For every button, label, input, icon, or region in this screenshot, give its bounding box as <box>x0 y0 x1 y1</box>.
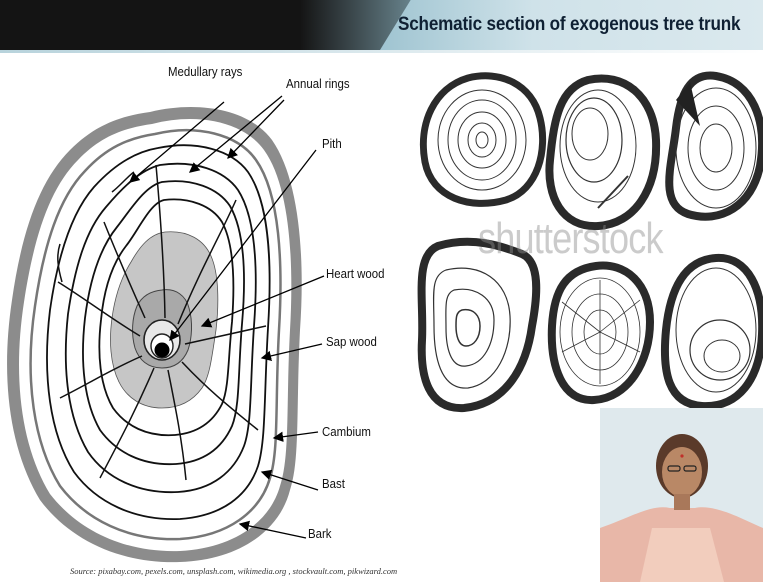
ring-illustration-6 <box>665 258 762 406</box>
source-credit: Source: pixabay.com, pexels.com, unsplas… <box>70 566 397 576</box>
pith-core <box>155 343 170 358</box>
label-annual-rings: Annual rings <box>286 76 350 91</box>
ring-illustration-1 <box>423 76 542 204</box>
ring-illustration-4 <box>422 242 537 408</box>
label-pith: Pith <box>322 136 342 151</box>
watermark-text: shutterstock <box>478 214 663 264</box>
presenter-video <box>600 408 763 582</box>
presenter-figure <box>600 408 763 582</box>
ring-illustration-5 <box>552 266 650 401</box>
label-bark: Bark <box>308 526 332 541</box>
ring-illustration-2 <box>549 78 656 226</box>
label-bast: Bast <box>322 476 345 491</box>
label-sap-wood: Sap wood <box>326 334 377 349</box>
ring-illustration-3 <box>669 76 762 217</box>
label-medullary-rays: Medullary rays <box>168 64 242 79</box>
label-heart-wood: Heart wood <box>326 266 385 281</box>
label-cambium: Cambium <box>322 424 371 439</box>
